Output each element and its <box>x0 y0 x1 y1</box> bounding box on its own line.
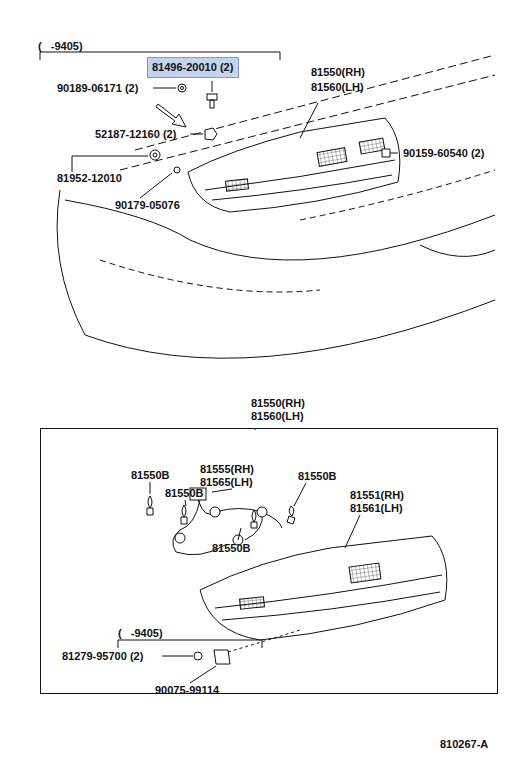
part-number: 81551(RH) <box>350 489 404 502</box>
part-number: 52187-12160 (2) <box>95 128 176 141</box>
part-number: 90189-06171 (2) <box>57 82 138 95</box>
part-number: 81550B <box>165 487 204 500</box>
part-number: 81565(LH) <box>200 476 253 489</box>
part-number: 81550(RH) 81560(LH) <box>251 397 305 423</box>
highlighted-part-box: 81496-20010 (2) <box>147 57 239 78</box>
part-number: 81560(LH) <box>311 81 364 94</box>
part-number: 81550B <box>212 542 251 555</box>
part-number: 90179-05076 <box>115 199 180 212</box>
part-number: 81279-95700 (2) <box>62 650 143 663</box>
part-number: 81952-12010 <box>57 172 122 185</box>
figure-code: 810267-A <box>440 738 488 751</box>
part-number: 81550B <box>298 470 337 483</box>
assembly-frame: 81550(RH) 81560(LH) <box>40 428 498 694</box>
part-number: 81561(LH) <box>350 502 403 515</box>
part-number: 90159-60540 (2) <box>403 147 484 160</box>
date-range: ( -9405) <box>38 40 83 53</box>
part-number: 81555(RH) <box>200 463 254 476</box>
date-range: ( -9405) <box>118 627 163 640</box>
part-number: 81550B <box>131 469 170 482</box>
part-number: 81550(RH) <box>311 66 365 79</box>
part-number: 81496-20010 (2) <box>152 61 234 74</box>
part-number: 90075-99114 <box>155 684 219 697</box>
